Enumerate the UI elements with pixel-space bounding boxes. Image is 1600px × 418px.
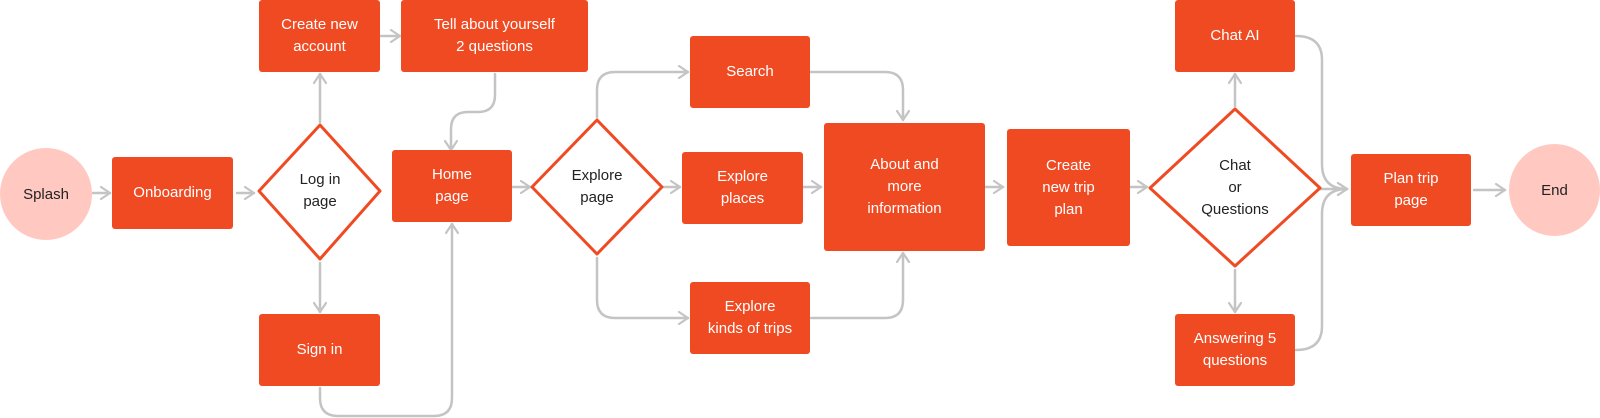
arrow-chat-ai-plan	[1294, 34, 1349, 189]
arrow-explore-search	[595, 72, 690, 119]
about-box: About and more information	[824, 123, 985, 251]
explore-decision-shape	[530, 118, 664, 256]
chat-decision-label: Chat or Questions	[1201, 157, 1269, 218]
explore-kinds-box: Explore kinds of trips	[690, 282, 810, 354]
home-box: Home page	[392, 150, 512, 222]
start-node: Splash	[0, 148, 92, 240]
arrow-explore-kinds	[595, 256, 690, 318]
login-decision-label: Log in page	[299, 171, 341, 210]
chat-ai-box: Chat AI	[1175, 0, 1295, 72]
arrow-sign-in-home	[318, 222, 452, 418]
sign-in-box: Sign in	[259, 314, 380, 386]
login-decision-shape	[257, 123, 382, 261]
arrow-search-about	[809, 70, 903, 122]
arrow-kinds-about	[809, 251, 903, 320]
arrow-tell-home	[451, 72, 497, 152]
create-plan-box: Create new trip plan	[1007, 129, 1130, 246]
explore-places-box: Explore places	[682, 152, 803, 224]
search-box: Search	[690, 36, 810, 108]
tell-about-box: Tell about yourself 2 questions	[401, 0, 588, 72]
plan-trip-box: Plan trip page	[1351, 154, 1471, 226]
onboarding-box: Onboarding	[112, 157, 233, 229]
explore-decision-label: Explore page	[571, 167, 623, 206]
arrow-answering-plan	[1294, 187, 1349, 352]
end-node: End	[1509, 144, 1600, 236]
answering-box: Answering 5 questions	[1175, 314, 1295, 386]
create-account-box: Create new account	[259, 0, 380, 72]
chat-decision-shape	[1148, 107, 1322, 268]
